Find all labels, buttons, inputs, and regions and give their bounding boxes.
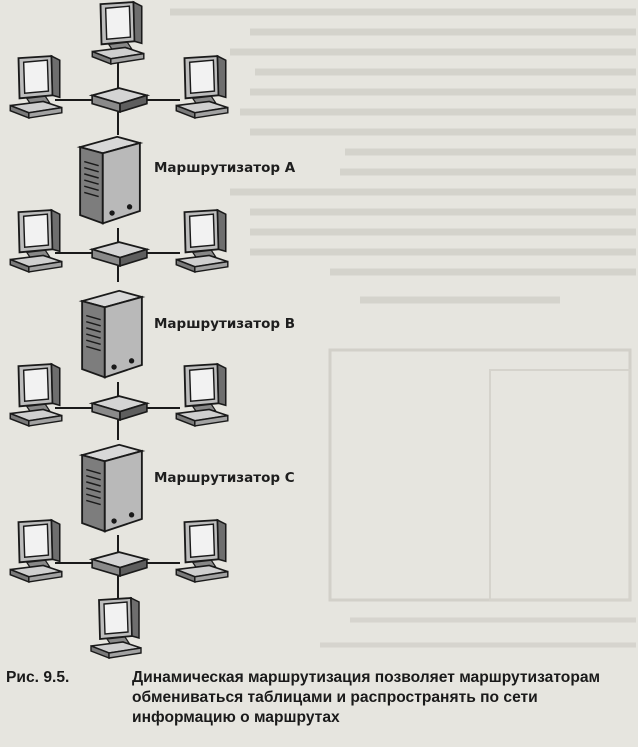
workstation-icon xyxy=(175,519,229,583)
figure-number: Рис. 9.5. xyxy=(6,669,70,686)
workstation-icon xyxy=(175,209,229,273)
workstation-icon xyxy=(90,597,142,659)
hub-icon xyxy=(91,395,148,421)
hub-icon xyxy=(91,241,148,267)
workstation-icon xyxy=(9,209,63,273)
network-cables xyxy=(55,52,180,600)
router-b-icon xyxy=(81,289,143,379)
router-a-icon xyxy=(79,135,141,225)
network-diagram xyxy=(9,1,229,659)
workstation-icon xyxy=(9,519,63,583)
router-c-label: Маршрутизатор С xyxy=(154,470,295,486)
router-a-label: Маршрутизатор А xyxy=(154,160,296,176)
router-b-label: Маршрутизатор В xyxy=(154,316,295,332)
figure-caption-text: Динамическая маршрутизация позволяет мар… xyxy=(132,669,601,726)
workstation-icon xyxy=(9,55,63,119)
workstation-icon xyxy=(91,1,145,65)
workstation-icon xyxy=(9,363,63,427)
hub-icon xyxy=(91,551,148,577)
router-c-icon xyxy=(81,443,143,533)
hub-icon xyxy=(91,87,148,113)
workstation-icon xyxy=(175,363,229,427)
workstation-icon xyxy=(175,55,229,119)
